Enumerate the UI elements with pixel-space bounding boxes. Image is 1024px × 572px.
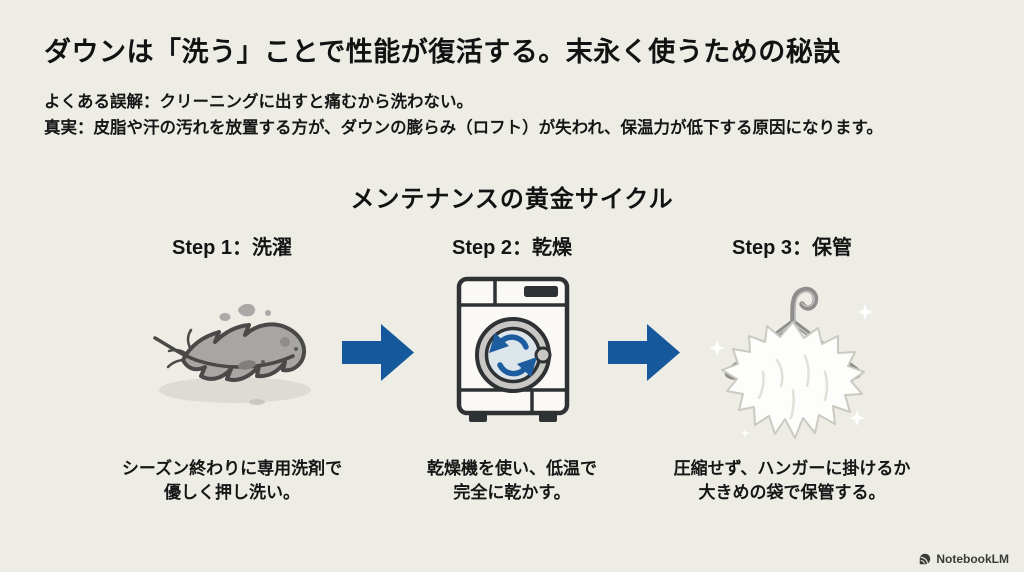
arrow-right-icon (608, 324, 680, 381)
misconception-text: よくある誤解：クリーニングに出すと痛むから洗わない。 (44, 93, 473, 111)
footer-brand: NotebookLM (918, 552, 1009, 566)
footer-brand-label: NotebookLM (936, 552, 1009, 566)
step3-caption: 圧縮せず、ハンガーに掛けるか 大きめの袋で保管する。 (673, 459, 911, 502)
step1-caption: シーズン終わりに専用洗剤で 優しく押し洗い。 (121, 459, 343, 502)
cycle-heading: メンテナンスの黄金サイクル (350, 186, 674, 213)
notebooklm-logo-icon (920, 553, 931, 565)
page-title: ダウンは「洗う」ことで性能が復活する。末永く使うための秘訣 (44, 37, 841, 67)
dryer-icon (456, 276, 570, 422)
arrow-right-icon (342, 324, 414, 381)
step1-label: Step 1：洗濯 (171, 237, 293, 259)
truth-text: 真実：皮脂や汗の汚れを放置する方が、ダウンの膨らみ（ロフト）が失われ、保温力が低… (44, 118, 883, 137)
hanger-down-icon (709, 286, 873, 439)
step3-label: Step 3：保管 (731, 237, 853, 259)
intro-block: よくある誤解：クリーニングに出すと痛むから洗わない。 真実：皮脂や汗の汚れを放置… (44, 90, 994, 141)
step2-caption: 乾燥機を使い、低温で 完全に乾かす。 (427, 459, 597, 502)
step2-label: Step 2：乾燥 (451, 237, 573, 259)
feather-icon (153, 303, 311, 405)
